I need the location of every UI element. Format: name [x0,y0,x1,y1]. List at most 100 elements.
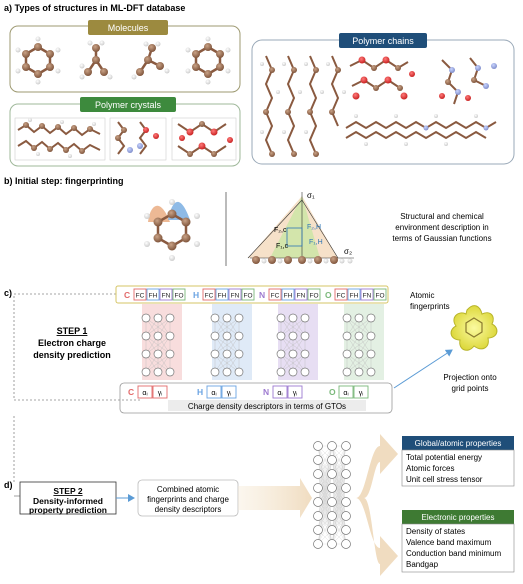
gto-desc-bg [168,400,366,411]
nn-node [210,331,220,341]
nn2-node [327,483,337,493]
fp-label-FH: FH [284,293,293,300]
nn-node [210,349,220,359]
combined-inputs-line1: Combined atomic [157,485,219,494]
section-d-label: d) [4,480,13,490]
nn-node [234,313,244,323]
electronic-prop-2: Valence band maximum [406,538,492,547]
fp-cell [241,288,255,301]
nn-node [342,367,352,377]
nn2-node [313,539,323,549]
desc-cell [353,385,369,399]
desc-cell [221,385,237,399]
nn-node [288,367,298,377]
nn-node [210,313,220,323]
nn2-node [341,469,351,479]
nn-node [366,331,376,341]
nn2-node [313,441,323,451]
electronic-props-header [402,510,514,524]
desc-cell [152,385,168,399]
polymer-crystals-label: Polymer crystals [95,100,162,110]
fingerprint-desc-line3: terms of Gaussian functions [392,234,491,243]
molecules-label: Molecules [108,23,149,33]
polymer-crystals-box [9,103,241,167]
nn-node [288,349,298,359]
fp-cell [294,288,308,301]
nn-node [141,313,151,323]
atomic-fingerprint-bar [115,285,389,304]
desc-element-N: N [263,387,269,397]
nn2-node [341,525,351,535]
fp-element-N: N [259,290,265,300]
fp-label-FC: FC [205,293,214,300]
nn2-node [327,497,337,507]
step1-desc-line1: Electron charge [38,338,106,348]
global-props-title: Global/atomic properties [415,439,502,448]
polymer-crystal-structures [14,117,237,161]
nn-node [165,367,175,377]
fp-label-FO: FO [309,293,318,300]
nn2-node [327,539,337,549]
nn-edge [145,335,171,355]
combined-inputs-line3: density descriptors [155,505,222,514]
neural-network-step2 [313,441,351,549]
alpha-label: αᵢ [211,390,216,397]
atomic-fingerprints-line1: Atomic [410,291,434,300]
nn-edge [214,335,240,355]
nn-edge [346,317,372,337]
nn-node [300,313,310,323]
nn-node [288,331,298,341]
fp-cell [228,288,242,301]
nn2-edge [331,487,347,545]
fp-cell [334,288,348,301]
nn-node [153,367,163,377]
nn-node [153,313,163,323]
nn-node [288,313,298,323]
nn2-edge [331,445,347,503]
nn-edge [346,353,372,373]
nn2-edge [317,445,333,489]
global-props-body [401,449,515,487]
fp-cell [347,288,361,301]
global-prop-2: Atomic forces [406,464,454,473]
nn2-edge [331,515,347,545]
fingerprint-desc-line2: environment description in [395,223,488,232]
nn2-edge [317,515,333,545]
gto-descriptor-box [119,382,393,414]
fp-element-C: C [124,290,130,300]
section-c-label: c) [4,288,12,298]
nn2-edge [331,501,347,545]
nn2-edge [317,487,333,545]
nn-node [354,313,364,323]
nn-node [354,367,364,377]
nn-edge [145,317,171,337]
f2c-label: F₂,c [274,227,287,234]
fp-cell [159,288,173,301]
fp-label-FO: FO [243,293,252,300]
atomic-fingerprints-line2: fingerprints [410,302,450,311]
fp-label-FH: FH [218,293,227,300]
fp-label-FN: FN [162,293,171,300]
fingerprint-desc-line1: Structural and chemical [400,212,484,221]
polymer-chains-label: Polymer chains [352,36,414,46]
fp-label-FH: FH [350,293,359,300]
desc-cell [137,385,153,399]
global-props-header [402,436,514,450]
alpha-label: αᵢ [343,390,348,397]
nn-node [165,313,175,323]
nn2-node [341,455,351,465]
nn-node [300,367,310,377]
step1-connector [13,296,140,401]
nn2-node [327,525,337,535]
nn2-node [341,441,351,451]
polymer-chain-structures [260,55,497,157]
nn-node [234,367,244,377]
fp-element-O: O [325,290,332,300]
nn-node [141,349,151,359]
nn-node [276,367,286,377]
nn-node [153,349,163,359]
polymer-crystals-label-bg [80,97,176,112]
nn-node [300,331,310,341]
gamma-label: γᵢ [293,390,298,397]
fp-cell [202,288,216,301]
